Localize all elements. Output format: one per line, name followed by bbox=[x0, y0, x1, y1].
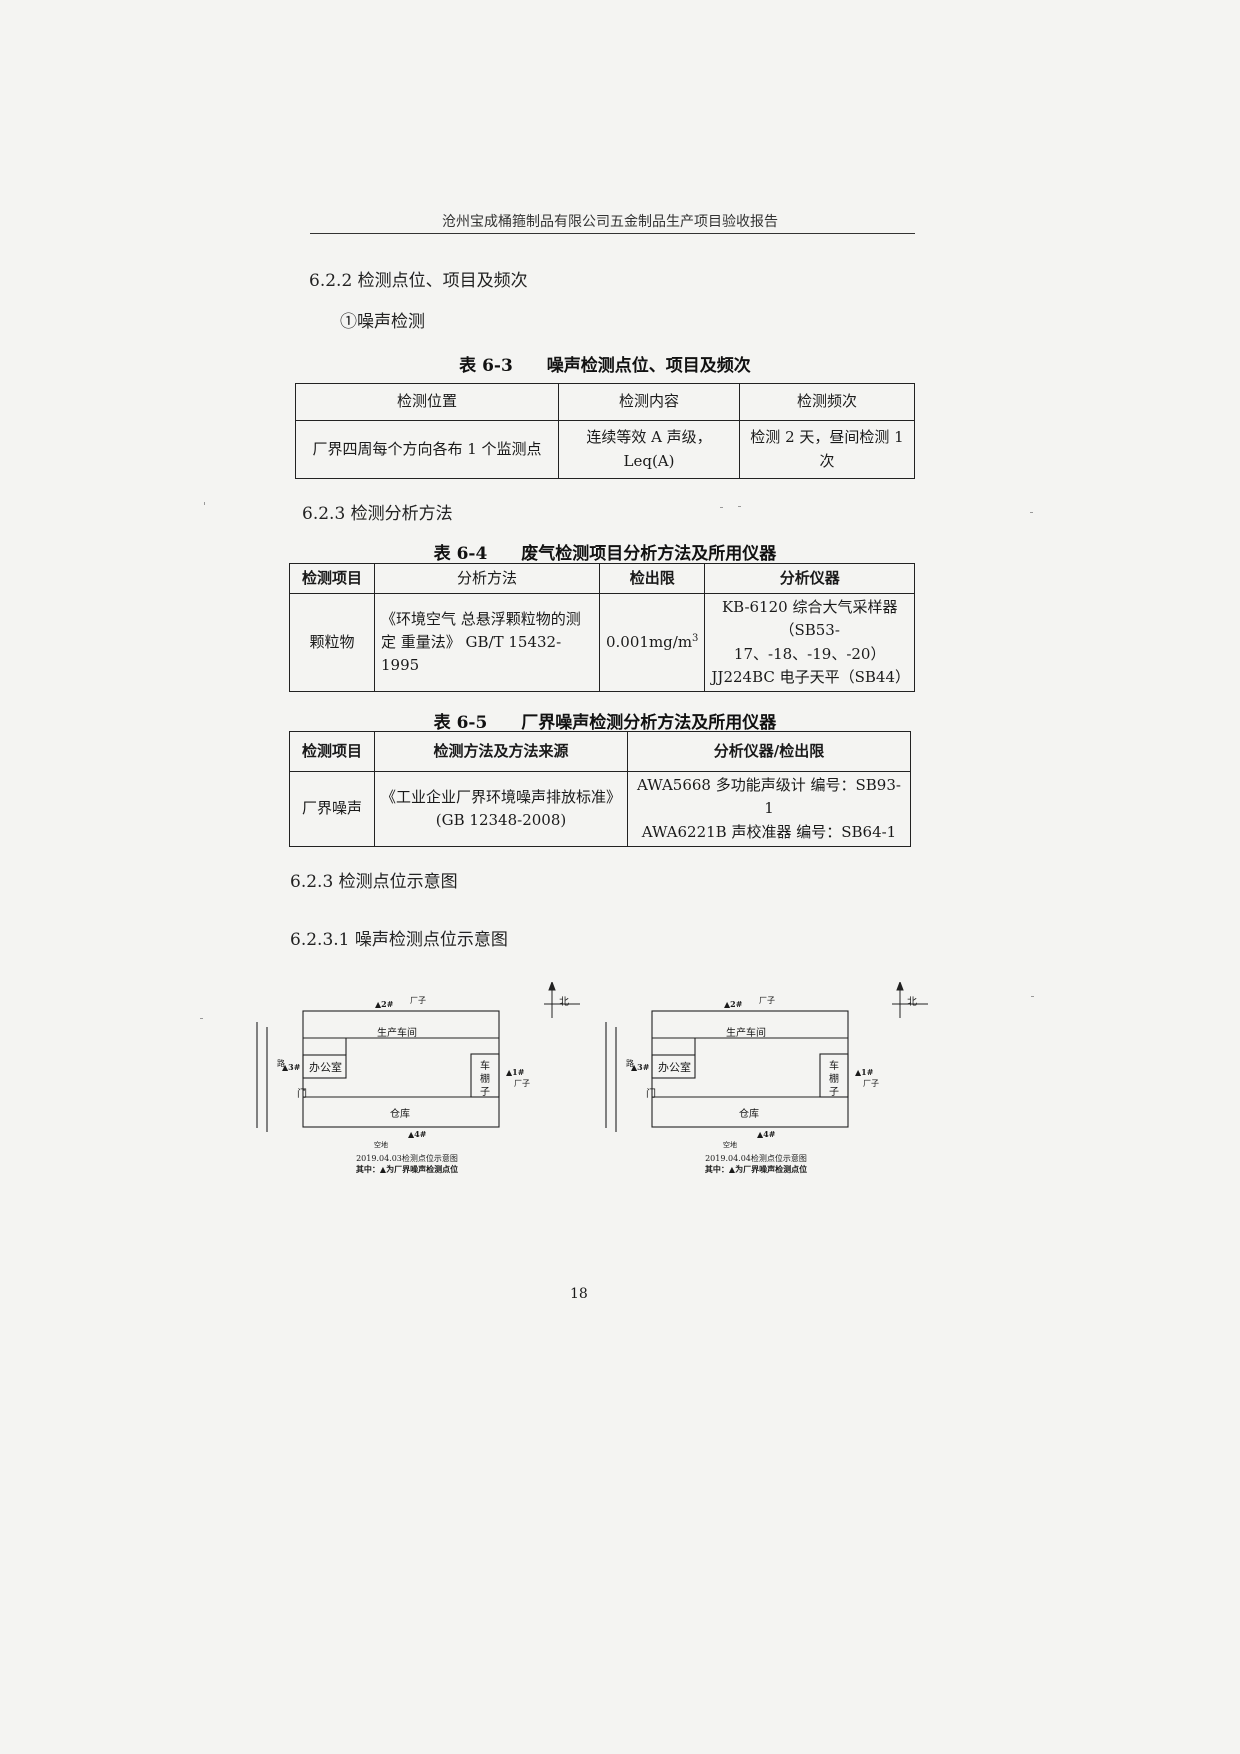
table-header-cell: 检出限 bbox=[598, 563, 706, 594]
diagram-label: 厂子 bbox=[410, 996, 426, 1005]
page-number: 18 bbox=[570, 1286, 588, 1302]
table-6-5: 检测项目 检测方法及方法来源 分析仪器/检出限 厂界噪声 《工业企业厂界环境噪声… bbox=[289, 731, 911, 847]
table-cell: 检测 2 天，昼间检测 1 次 bbox=[739, 420, 915, 479]
noise-point-marker: ▲4# bbox=[408, 1129, 427, 1139]
table-header-cell: 检测频次 bbox=[739, 383, 915, 421]
table-cell: 《工业企业厂界环境噪声排放标准》(GB 12348-2008) bbox=[374, 771, 628, 847]
table-6-3: 检测位置 检测内容 检测频次 厂界四周每个方向各布 1 个监测点 连续等效 A … bbox=[295, 383, 915, 479]
header-rule bbox=[310, 233, 915, 234]
scan-speck bbox=[738, 506, 741, 507]
section-heading-6-2-3: 6.2.3 检测分析方法 bbox=[302, 504, 453, 524]
diagram-caption: 2019.04.04检测点位示意图 bbox=[705, 1154, 807, 1163]
noise-point-marker: ▲2# bbox=[724, 999, 743, 1009]
table-header-cell: 检测位置 bbox=[295, 383, 559, 421]
north-arrow-icon: 北 bbox=[892, 980, 932, 1022]
scan-speck bbox=[1031, 996, 1034, 997]
north-arrow-lines bbox=[544, 980, 580, 1018]
noise-point-diagram-1: 路 ▲2# 厂子 生产车间 ▲3# 办公室 车棚子 ▲1# 厂子 门 仓库 ▲4… bbox=[252, 982, 572, 1212]
diagram-label: 生产车间 bbox=[726, 1028, 766, 1039]
table-header-cell: 检测项目 bbox=[289, 731, 375, 772]
diagram-label: 仓库 bbox=[739, 1109, 759, 1120]
north-label: 北 bbox=[907, 997, 917, 1008]
diagram-label: 厂子 bbox=[514, 1079, 530, 1088]
diagram-label: 办公室 bbox=[658, 1061, 691, 1074]
diagram-label: 仓库 bbox=[390, 1109, 410, 1120]
diagram-note: 其中：▲为厂界噪声检测点位 bbox=[355, 1164, 459, 1174]
diagram-label: 生产车间 bbox=[377, 1028, 417, 1039]
diagram-label: 路 bbox=[277, 1059, 285, 1068]
noise-point-marker: ▲2# bbox=[375, 999, 394, 1009]
table-cell: 厂界噪声 bbox=[289, 771, 375, 847]
section-heading-6-2-3-1: 6.2.3.1 噪声检测点位示意图 bbox=[290, 930, 508, 950]
diagram-label: 路 bbox=[626, 1059, 634, 1068]
north-label: 北 bbox=[559, 997, 569, 1008]
diagram-label: 车棚子 bbox=[480, 1061, 490, 1098]
noise-point-marker: ▲4# bbox=[757, 1129, 776, 1139]
noise-point-marker: ▲3# bbox=[631, 1062, 650, 1072]
diagram-label: 厂子 bbox=[759, 996, 775, 1005]
table-6-4: 检测项目 分析方法 检出限 分析仪器 颗粒物 《环境空气 总悬浮颗粒物的测定 重… bbox=[289, 563, 915, 692]
table-cell: 0.001mg/m3 bbox=[598, 593, 706, 692]
table-6-5-caption: 表 6-5 厂界噪声检测分析方法及所用仪器 bbox=[433, 713, 777, 733]
diagram-label: 厂子 bbox=[863, 1079, 879, 1088]
section-heading-6-2-3-diagram: 6.2.3 检测点位示意图 bbox=[290, 872, 458, 892]
diagram-label: 办公室 bbox=[309, 1061, 342, 1074]
running-header: 沧州宝成桶箍制品有限公司五金制品生产项目验收报告 bbox=[442, 214, 778, 230]
scan-speck bbox=[200, 1018, 203, 1019]
subheading-noise: ①噪声检测 bbox=[340, 312, 425, 332]
table-header-cell: 分析方法 bbox=[374, 563, 600, 594]
north-arrow-icon: 北 bbox=[544, 980, 584, 1022]
diagram-label: 车棚子 bbox=[829, 1061, 839, 1098]
noise-point-marker: ▲3# bbox=[282, 1062, 301, 1072]
diagram-note: 其中：▲为厂界噪声检测点位 bbox=[704, 1164, 808, 1174]
table-6-4-caption: 表 6-4 废气检测项目分析方法及所用仪器 bbox=[433, 544, 777, 564]
diagram-lines bbox=[256, 1010, 500, 1132]
table-cell: 厂界四周每个方向各布 1 个监测点 bbox=[295, 420, 559, 479]
noise-point-diagram-2: 路 ▲2# 厂子 生产车间 ▲3# 办公室 车棚子 ▲1# 厂子 门 仓库 ▲4… bbox=[601, 982, 921, 1212]
scan-speck bbox=[1030, 512, 1033, 513]
table-6-3-caption: 表 6-3 噪声检测点位、项目及频次 bbox=[459, 356, 751, 376]
table-header-cell: 检测内容 bbox=[558, 383, 740, 421]
table-cell: 《环境空气 总悬浮颗粒物的测定 重量法》 GB/T 15432-1995 bbox=[374, 593, 600, 692]
diagram-label: 门 bbox=[297, 1089, 307, 1100]
diagram-lines bbox=[605, 1010, 849, 1132]
table-header-cell: 检测方法及方法来源 bbox=[374, 731, 628, 772]
diagram-label: 空地 bbox=[723, 1141, 737, 1149]
section-heading-6-2-2: 6.2.2 检测点位、项目及频次 bbox=[309, 271, 528, 291]
scan-speck bbox=[204, 502, 205, 505]
table-header-cell: 检测项目 bbox=[289, 563, 375, 594]
diagram-label: 空地 bbox=[374, 1141, 388, 1149]
table-header-cell: 分析仪器 bbox=[704, 563, 915, 594]
north-arrow-lines bbox=[892, 980, 928, 1018]
noise-point-marker: ▲1# bbox=[506, 1067, 525, 1077]
table-cell: 连续等效 A 声级，Leq(A) bbox=[558, 420, 740, 479]
table-cell: KB-6120 综合大气采样器（SB53-17、-18、-19、-20）JJ22… bbox=[704, 593, 915, 692]
diagram-caption: 2019.04.03检测点位示意图 bbox=[356, 1154, 458, 1163]
scan-speck bbox=[720, 507, 723, 508]
table-header-cell: 分析仪器/检出限 bbox=[627, 731, 911, 772]
diagram-label: 门 bbox=[646, 1089, 656, 1100]
table-cell: 颗粒物 bbox=[289, 593, 375, 692]
noise-point-marker: ▲1# bbox=[855, 1067, 874, 1077]
